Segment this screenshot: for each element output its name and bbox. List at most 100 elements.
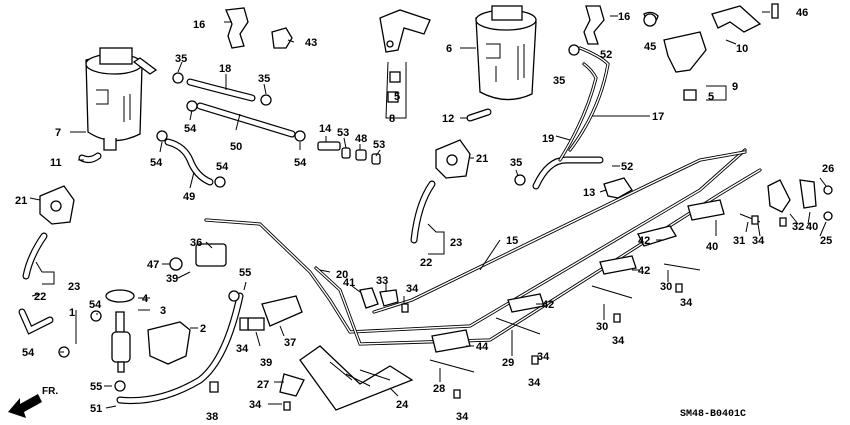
callout-9[interactable]: 9: [732, 81, 738, 93]
callout-52[interactable]: 52: [600, 49, 612, 61]
callout-34[interactable]: 34: [236, 343, 249, 355]
callout-31[interactable]: 31: [733, 235, 745, 247]
callout-34[interactable]: 34: [612, 335, 625, 347]
callout-42[interactable]: 42: [638, 265, 650, 277]
clip-13: [603, 177, 633, 199]
callout-46[interactable]: 46: [796, 7, 808, 19]
callout-23[interactable]: 23: [450, 237, 462, 249]
callout-52[interactable]: 52: [621, 161, 633, 173]
front-arrow: FR.: [8, 386, 58, 418]
callout-27[interactable]: 27: [257, 379, 269, 391]
callout-30[interactable]: 30: [596, 321, 608, 333]
callout-21[interactable]: 21: [15, 195, 27, 207]
callout-34[interactable]: 34: [537, 351, 550, 363]
callout-22[interactable]: 22: [34, 291, 46, 303]
callout-34[interactable]: 34: [406, 283, 419, 295]
callout-51[interactable]: 51: [90, 403, 102, 415]
callout-34[interactable]: 34: [680, 297, 693, 309]
protector-24: [299, 345, 414, 411]
callout-18[interactable]: 18: [219, 63, 231, 75]
callout-34[interactable]: 34: [456, 411, 469, 423]
callout-17[interactable]: 17: [652, 111, 664, 123]
callout-43[interactable]: 43: [305, 37, 317, 49]
callout-42[interactable]: 42: [638, 235, 650, 247]
callout-54[interactable]: 54: [150, 157, 163, 169]
callout-34[interactable]: 34: [249, 399, 262, 411]
callout-36[interactable]: 36: [190, 237, 202, 249]
callout-40[interactable]: 40: [706, 241, 718, 253]
callout-50[interactable]: 50: [230, 141, 242, 153]
charcoal-canister-right: [475, 5, 537, 101]
callout-54[interactable]: 54: [216, 161, 229, 173]
callout-35[interactable]: 35: [175, 53, 187, 65]
callout-34[interactable]: 34: [528, 377, 541, 389]
callout-35[interactable]: 35: [258, 73, 270, 85]
callout-4[interactable]: 4: [142, 293, 149, 305]
callout-54[interactable]: 54: [22, 347, 35, 359]
callout-11[interactable]: 11: [50, 157, 62, 169]
callout-12[interactable]: 12: [442, 113, 454, 125]
callout-54[interactable]: 54: [89, 299, 102, 311]
callout-33[interactable]: 33: [376, 275, 388, 287]
clip-43: [271, 27, 293, 49]
callout-16[interactable]: 16: [193, 19, 205, 31]
callout-29[interactable]: 29: [502, 357, 514, 369]
callout-8[interactable]: 8: [389, 113, 395, 125]
clip-45: [643, 13, 657, 27]
callout-5[interactable]: 5: [708, 91, 714, 103]
hoses: [18, 78, 604, 405]
callout-5[interactable]: 5: [394, 91, 400, 103]
callout-13[interactable]: 13: [583, 187, 595, 199]
callout-41[interactable]: 41: [343, 277, 355, 289]
callout-3[interactable]: 3: [160, 305, 166, 317]
callout-48[interactable]: 48: [355, 133, 367, 145]
callout-37[interactable]: 37: [284, 337, 296, 349]
callout-39[interactable]: 39: [260, 357, 272, 369]
callout-1[interactable]: 1: [69, 307, 75, 319]
callout-7[interactable]: 7: [55, 127, 61, 139]
callout-6[interactable]: 6: [446, 43, 452, 55]
callout-39[interactable]: 39: [166, 273, 178, 285]
callout-14[interactable]: 14: [319, 123, 332, 135]
callout-21[interactable]: 21: [476, 153, 488, 165]
callout-47[interactable]: 47: [147, 259, 159, 271]
callout-55[interactable]: 55: [90, 381, 102, 393]
callout-55[interactable]: 55: [239, 267, 251, 279]
callout-42[interactable]: 42: [542, 299, 554, 311]
callout-25[interactable]: 25: [820, 235, 832, 247]
callout-2[interactable]: 2: [200, 323, 206, 335]
fuel-pipes: [204, 46, 762, 346]
callout-34[interactable]: 34: [752, 235, 765, 247]
callout-38[interactable]: 38: [206, 411, 218, 423]
callout-19[interactable]: 19: [542, 133, 554, 145]
bolts: [209, 215, 787, 411]
callout-35[interactable]: 35: [553, 75, 565, 87]
callout-49[interactable]: 49: [183, 191, 195, 203]
callout-30[interactable]: 30: [660, 281, 672, 293]
callout-32[interactable]: 32: [792, 221, 804, 233]
callout-28[interactable]: 28: [433, 383, 445, 395]
bracket-37: [247, 295, 303, 331]
callout-54[interactable]: 54: [294, 157, 307, 169]
brackets-30-29-28: [429, 213, 761, 373]
front-arrow-icon: [8, 394, 42, 418]
callout-22[interactable]: 22: [420, 257, 432, 269]
callout-20[interactable]: 20: [336, 269, 348, 281]
callout-16[interactable]: 16: [618, 11, 630, 23]
callout-44[interactable]: 44: [476, 341, 489, 353]
callout-35[interactable]: 35: [510, 157, 522, 169]
callout-15[interactable]: 15: [506, 235, 518, 247]
callout-40[interactable]: 40: [806, 221, 818, 233]
bracket-27: [279, 373, 305, 397]
callout-23[interactable]: 23: [68, 281, 80, 293]
callout-24[interactable]: 24: [396, 399, 409, 411]
callout-53[interactable]: 53: [337, 127, 349, 139]
callout-10[interactable]: 10: [736, 43, 748, 55]
leader-lines: [29, 11, 827, 409]
callout-53[interactable]: 53: [373, 139, 385, 151]
callout-54[interactable]: 54: [184, 123, 197, 135]
callout-26[interactable]: 26: [822, 163, 834, 175]
two-way-valve-21: [39, 139, 471, 225]
callout-45[interactable]: 45: [644, 41, 656, 53]
diagram-code: SM48-B0401C: [680, 409, 746, 420]
